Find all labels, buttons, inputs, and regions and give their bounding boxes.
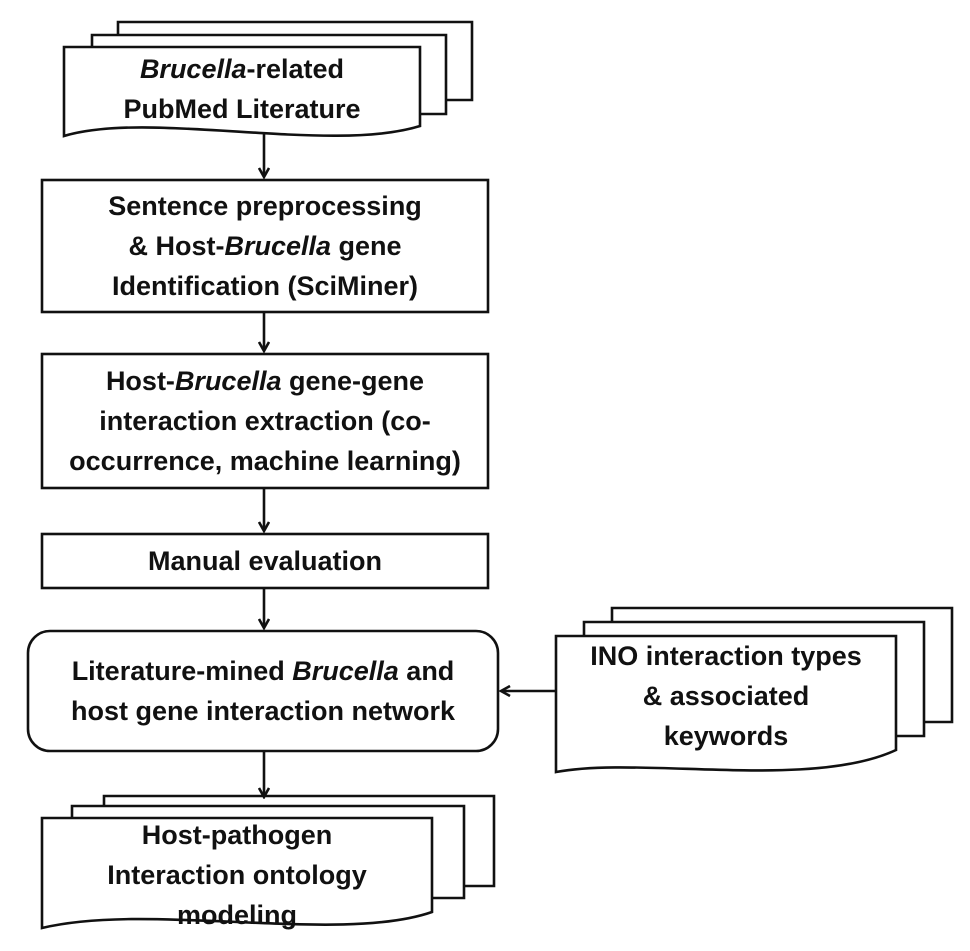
pubmed-text-segment: PubMed Literature: [123, 94, 361, 124]
extraction-text-segment: Brucella: [174, 366, 282, 396]
extraction-line: interaction extraction (co-: [69, 401, 461, 441]
preprocessing-text-segment: & Host-: [128, 231, 225, 261]
manual-evaluation-label: Manual evaluation: [42, 536, 488, 586]
ino-document-stack: [554, 606, 954, 774]
extraction-text-segment: gene-gene: [281, 366, 425, 396]
ino-text-segment: INO interaction types: [590, 641, 862, 671]
extraction-label: Host-Brucella gene-gene interaction extra…: [42, 356, 488, 486]
extraction-text-segment: occurrence, machine learning): [69, 446, 461, 476]
network-text-segment: Brucella: [292, 656, 399, 686]
evaluation-text-block: Manual evaluation: [148, 541, 382, 581]
ino-line: keywords: [590, 716, 862, 756]
pubmed-text-segment: Brucella: [139, 54, 247, 84]
ontology-text-segment: modeling: [177, 900, 297, 930]
pubmed-line: Brucella-related: [123, 49, 360, 89]
document-sheet-front: [40, 816, 434, 930]
pubmed-text-segment: -related: [246, 54, 345, 84]
preprocessing-text-segment: Identification (SciMiner): [111, 271, 419, 301]
ino-text-segment: & associated: [642, 681, 810, 711]
network-line: Literature-mined Brucella and: [71, 651, 455, 691]
preprocessing-label: Sentence preprocessing & Host-Brucella ge…: [42, 182, 488, 310]
ontology-line: modeling: [107, 895, 367, 935]
ontology-text-segment: Host-pathogen: [141, 820, 333, 850]
extraction-text-segment: interaction extraction (co-: [99, 406, 431, 436]
preprocessing-line: Sentence preprocessing: [108, 186, 422, 226]
pubmed-literature-document-stack: [62, 20, 474, 138]
ontology-text-segment: Interaction ontology: [107, 860, 367, 890]
extraction-line: occurrence, machine learning): [69, 441, 461, 481]
network-label: Literature-mined Brucella and host gene i…: [28, 633, 498, 749]
preprocessing-line: Identification (SciMiner): [108, 266, 422, 306]
preprocessing-box: [40, 178, 490, 314]
evaluation-text-segment: Manual evaluation: [147, 546, 383, 576]
document-sheet-front: [62, 45, 422, 138]
preprocessing-line: & Host-Brucella gene: [108, 226, 422, 266]
ino-text-block: INO interaction types & associated keyword…: [590, 636, 862, 756]
ontology-line: Interaction ontology: [107, 855, 367, 895]
manual-evaluation-box: [40, 532, 490, 590]
preprocessing-text-block: Sentence preprocessing & Host-Brucella ge…: [108, 186, 422, 306]
ino-text-segment: keywords: [663, 721, 789, 751]
preprocessing-text-segment: Brucella: [224, 231, 332, 261]
network-line: host gene interaction network: [71, 691, 455, 731]
document-sheet-front: [554, 634, 898, 774]
ontology-document-stack: [40, 794, 496, 930]
evaluation-line: Manual evaluation: [148, 541, 382, 581]
ino-label: INO interaction types & associated keyword…: [556, 636, 896, 756]
network-text-block: Literature-mined Brucella and host gene i…: [71, 651, 455, 731]
network-text-segment: Literature-mined: [71, 656, 293, 686]
pubmed-line: PubMed Literature: [123, 89, 360, 129]
preprocessing-text-segment: Sentence preprocessing: [108, 191, 422, 221]
extraction-text-block: Host-Brucella gene-gene interaction extra…: [69, 361, 461, 481]
extraction-box: [40, 352, 490, 490]
ino-line: & associated: [590, 676, 862, 716]
ino-line: INO interaction types: [590, 636, 862, 676]
network-text-segment: and: [398, 656, 455, 686]
network-text-segment: host gene interaction network: [70, 696, 456, 726]
ontology-line: Host-pathogen: [107, 815, 367, 855]
extraction-text-segment: Host-: [105, 366, 175, 396]
extraction-line: Host-Brucella gene-gene: [69, 361, 461, 401]
preprocessing-text-segment: gene: [331, 231, 402, 261]
